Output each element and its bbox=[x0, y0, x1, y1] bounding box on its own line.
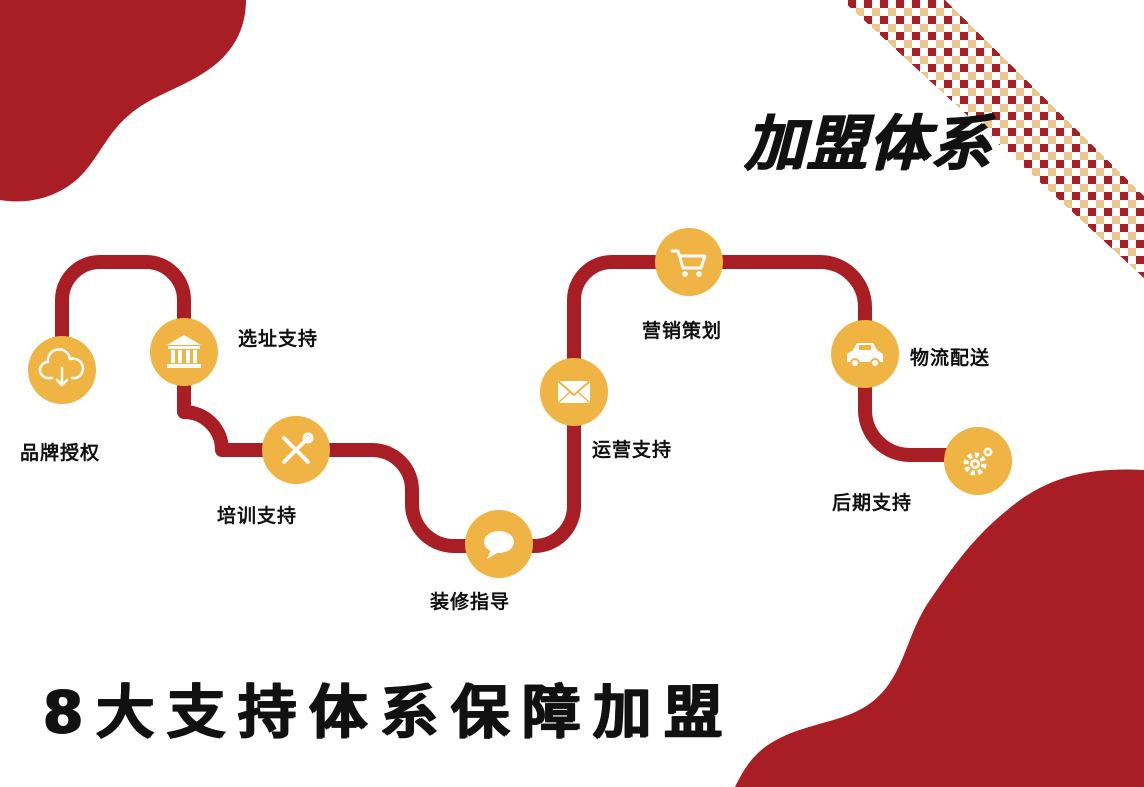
step-node-decoration bbox=[465, 510, 533, 578]
step-label-operations: 运营支持 bbox=[592, 439, 673, 461]
step-node-site-selection bbox=[150, 318, 218, 386]
step-label-training: 培训支持 bbox=[217, 505, 298, 527]
tools-icon bbox=[282, 432, 314, 464]
step-node-marketing bbox=[655, 228, 723, 296]
bank-building-icon bbox=[167, 335, 201, 368]
winding-path bbox=[55, 255, 987, 553]
step-label-site-selection: 选址支持 bbox=[238, 328, 319, 350]
step-label-marketing: 营销策划 bbox=[642, 320, 723, 342]
step-label-brand-license: 品牌授权 bbox=[20, 442, 101, 464]
page-title: 加盟体系 bbox=[744, 109, 992, 179]
decor-blob-top-left bbox=[0, 0, 246, 202]
step-node-operations bbox=[540, 358, 608, 426]
gear-icon bbox=[963, 447, 993, 476]
shopping-cart-icon bbox=[670, 249, 707, 277]
decor-checker-stripe bbox=[842, 0, 1144, 278]
step-label-logistics: 物流配送 bbox=[910, 347, 991, 369]
step-node-after-support bbox=[944, 427, 1012, 495]
cloud-download-icon bbox=[38, 348, 85, 387]
step-node-brand-license bbox=[28, 336, 96, 404]
chat-bubble-icon bbox=[484, 531, 514, 559]
step-label-after-support: 后期支持 bbox=[832, 492, 913, 514]
slogan-text: 8大支持体系保障加盟 bbox=[42, 678, 735, 746]
step-node-logistics bbox=[831, 320, 899, 388]
step-label-decoration: 装修指导 bbox=[430, 591, 511, 613]
step-node-training bbox=[262, 416, 330, 484]
envelope-icon bbox=[557, 380, 591, 404]
car-icon bbox=[847, 343, 883, 368]
decor-blob-bottom-right bbox=[735, 469, 1144, 787]
